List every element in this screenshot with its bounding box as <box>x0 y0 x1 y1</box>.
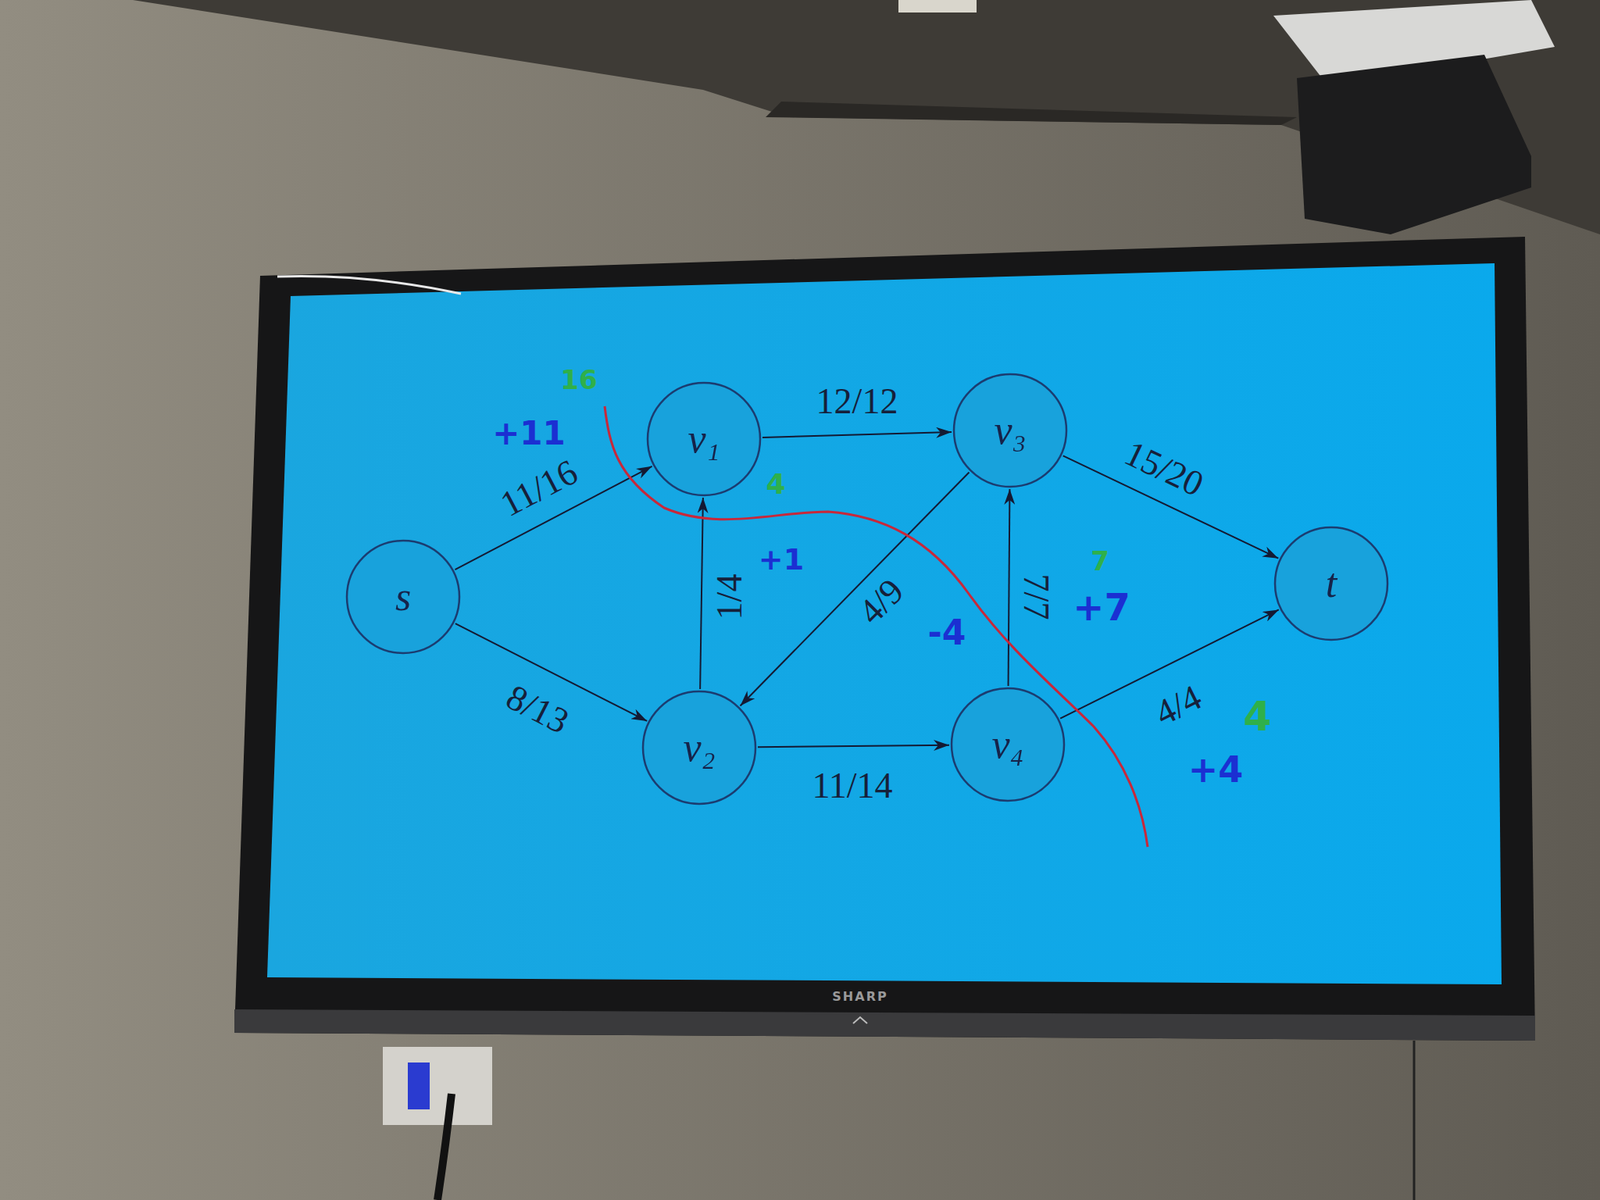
wall-outlet <box>382 1046 493 1125</box>
network-node: v₂ <box>641 689 758 806</box>
flow-capacity-label: 4/4 <box>1149 678 1207 732</box>
node-text-holder: v₄ <box>991 721 1024 767</box>
node-text-holder: v₁ <box>687 416 720 461</box>
tv-bezel <box>234 236 1536 1041</box>
node-label: v₂ <box>682 725 715 770</box>
node-circle-shape <box>952 372 1068 489</box>
flow-capacity-label: 4/9 <box>852 572 911 631</box>
flow-edge <box>762 432 952 438</box>
network-node: t <box>1273 525 1390 642</box>
network-node: v₃ <box>952 372 1068 489</box>
network-node: v₁ <box>646 381 762 497</box>
flow-edge <box>1060 609 1279 718</box>
network-node: v₄ <box>950 686 1066 803</box>
handwritten-note: +4 <box>1188 751 1244 788</box>
handwritten-note: 7 <box>1090 547 1110 575</box>
node-circle <box>1275 527 1388 640</box>
flow-edge <box>700 497 704 690</box>
handwritten-note: +1 <box>758 544 804 575</box>
flow-capacity-label: 7/7 <box>1017 574 1054 621</box>
cut-curve <box>604 406 1148 847</box>
node-label: t <box>1325 560 1337 606</box>
handwritten-note: +11 <box>492 417 566 450</box>
node-label: v₄ <box>991 721 1024 767</box>
projector-mount <box>1296 54 1532 235</box>
node-circle <box>346 540 460 654</box>
flow-edge <box>454 466 652 570</box>
node-label: v₃ <box>993 407 1026 453</box>
flow-edge <box>455 623 647 722</box>
node-label: s <box>395 574 411 619</box>
flow-capacity-label: 15/20 <box>1119 435 1209 504</box>
node-text-holder: v₂ <box>682 725 715 770</box>
node-label: v₁ <box>687 416 720 461</box>
flow-edge <box>740 472 970 707</box>
node-circle <box>953 374 1067 487</box>
node-circle <box>647 382 761 496</box>
flow-capacity-label: 11/14 <box>811 767 893 804</box>
outlet-display <box>407 1062 430 1110</box>
power-cord <box>437 1093 452 1200</box>
handwritten-note: -4 <box>928 615 967 650</box>
cable <box>277 275 461 294</box>
node-circle-shape <box>950 686 1066 803</box>
tv-logo-mark <box>853 1017 868 1024</box>
ceiling <box>132 0 1600 235</box>
flow-capacity-label: 11/16 <box>495 453 584 524</box>
handwritten-note: 4 <box>1242 696 1272 737</box>
flow-capacity-label: 12/12 <box>816 383 899 420</box>
network-node: s <box>345 539 461 655</box>
node-circle-shape <box>1273 525 1390 642</box>
flow-edge <box>1008 489 1011 686</box>
flow-edge <box>757 745 950 747</box>
node-text-holder: v₃ <box>993 407 1026 453</box>
tv-bottom-strip <box>234 1009 1536 1041</box>
flow-capacity-label: 8/13 <box>500 678 575 740</box>
node-circle-shape <box>641 689 758 806</box>
node-circle <box>951 688 1065 801</box>
flow-edge <box>1063 455 1279 558</box>
handwritten-note: +7 <box>1072 588 1131 626</box>
ceiling-light <box>898 0 977 13</box>
node-circle <box>642 691 756 804</box>
node-text-holder: s <box>395 574 411 619</box>
flow-capacity-label: 1/4 <box>711 574 748 621</box>
tv-screen <box>267 263 1502 985</box>
handwritten-note: 4 <box>765 470 786 499</box>
node-circle-shape <box>646 381 762 497</box>
handwritten-note: 16 <box>560 366 597 393</box>
ceiling-beam <box>765 101 1297 125</box>
tv-cable <box>1413 1040 1416 1200</box>
brand-mark: SHARP <box>832 990 888 1004</box>
node-text-holder: t <box>1325 560 1337 606</box>
node-circle-shape <box>345 539 461 655</box>
